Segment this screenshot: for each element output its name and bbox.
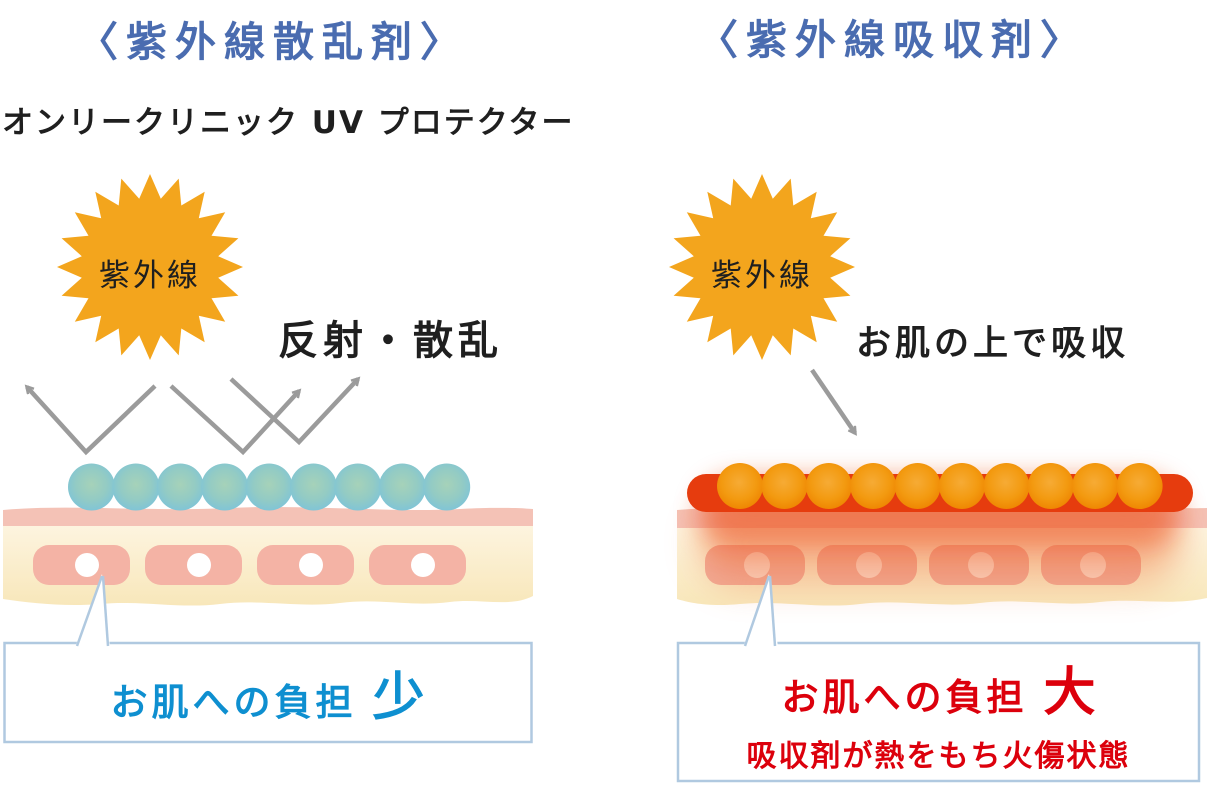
sun-burst-icon <box>669 174 855 360</box>
particle <box>1072 463 1119 509</box>
callout-tail-edge <box>101 575 110 647</box>
left-skin-cells <box>33 545 466 585</box>
right-action-label: お肌の上で吸収 <box>856 324 1130 364</box>
right-callout-tail <box>743 574 778 648</box>
right-sun <box>669 174 855 360</box>
particle <box>378 463 426 511</box>
particle <box>717 463 763 509</box>
particle <box>156 463 204 511</box>
left-action-label: 反射・散乱 <box>278 318 503 364</box>
callout-tail-edge <box>75 575 104 647</box>
reflection-arrow <box>229 379 358 446</box>
left-burden-label: お肌への負担 <box>110 681 357 724</box>
reflection-arrow <box>169 384 299 456</box>
particle <box>112 463 160 511</box>
left-skin-surface-layer <box>3 506 533 528</box>
particle <box>850 463 897 509</box>
left-burden-box-frame <box>3 641 533 744</box>
right-burden-note: 吸収剤が熱をもち火傷状態 <box>746 738 1131 774</box>
left-callout-tail <box>75 574 110 648</box>
right-burden-callout: お肌への負担 大 吸収剤が熱をもち火傷状態 <box>678 643 1199 781</box>
right-sun-label: 紫外線 <box>711 258 813 294</box>
particle <box>334 463 382 511</box>
left-sun <box>57 174 243 360</box>
reflection-arrows <box>27 379 358 456</box>
particle <box>68 463 115 511</box>
cell-nucleus <box>75 553 99 577</box>
particle <box>1116 463 1163 509</box>
particle <box>983 463 1030 509</box>
particle <box>245 463 293 511</box>
particle <box>423 463 471 511</box>
callout-tail-edge <box>743 575 771 647</box>
callout-tail-edge <box>768 575 777 647</box>
right-absorbing-particles <box>717 463 1163 509</box>
particle <box>939 463 985 509</box>
cell-nucleus <box>299 553 323 577</box>
right-burden-box-frame <box>676 641 1201 783</box>
cell-nucleus <box>187 553 211 577</box>
reflection-arrow <box>27 384 157 456</box>
particle <box>290 463 337 511</box>
sun-burst-icon <box>57 174 243 360</box>
product-name: オンリークリニック UV プロテクター <box>2 105 575 141</box>
left-sun-label: 紫外線 <box>99 258 201 294</box>
left-burden-level: 少 <box>372 668 425 728</box>
particle <box>894 463 941 509</box>
heat-glow-wide <box>700 500 1180 585</box>
cell-nucleus <box>411 553 435 577</box>
particle <box>805 463 852 509</box>
left-skin <box>3 506 533 606</box>
particle <box>201 463 249 511</box>
right-burden-label: お肌への負担 <box>781 675 1028 719</box>
left-column-title: 〈紫外線散乱剤〉 <box>77 18 469 66</box>
right-column-title: 〈紫外線吸収剤〉 <box>697 16 1089 64</box>
right-burden-level: 大 <box>1043 662 1096 723</box>
particle <box>1027 463 1074 509</box>
particle <box>761 463 808 509</box>
absorption-arrow <box>810 368 855 433</box>
left-burden-callout: お肌への負担 少 <box>4 643 531 742</box>
left-scattering-particles <box>68 463 471 511</box>
